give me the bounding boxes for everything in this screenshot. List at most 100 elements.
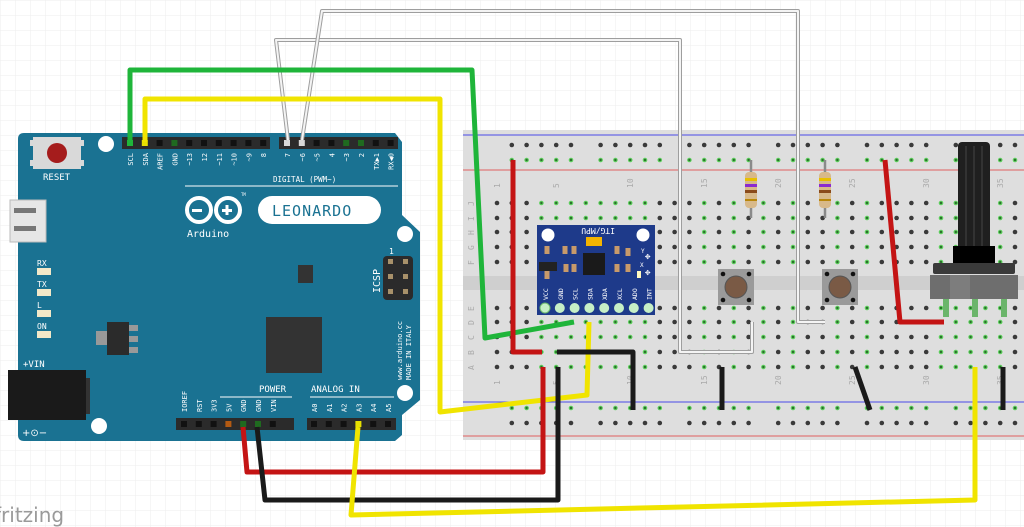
breadboard-hole[interactable] xyxy=(909,349,914,355)
breadboard-hole[interactable] xyxy=(894,364,899,370)
breadboard-hole[interactable] xyxy=(524,334,529,340)
breadboard-hole[interactable] xyxy=(524,200,529,206)
breadboard-hole[interactable] xyxy=(879,319,885,325)
breadboard-hole[interactable] xyxy=(909,244,914,250)
rail-hole[interactable] xyxy=(968,420,973,426)
header-pin[interactable] xyxy=(171,140,178,146)
breadboard-hole[interactable] xyxy=(657,244,663,250)
rail-hole[interactable] xyxy=(835,142,840,148)
rail-hole[interactable] xyxy=(509,420,515,426)
breadboard-hole[interactable] xyxy=(923,229,929,235)
breadboard-hole[interactable] xyxy=(524,215,529,221)
breadboard-hole[interactable] xyxy=(687,215,692,221)
breadboard-hole[interactable] xyxy=(849,215,855,221)
rail-hole[interactable] xyxy=(953,142,959,148)
breadboard-hole[interactable] xyxy=(909,229,914,235)
breadboard-hole[interactable] xyxy=(687,364,692,370)
push-button[interactable] xyxy=(822,269,858,305)
rail-hole[interactable] xyxy=(894,142,899,148)
resistor[interactable] xyxy=(819,160,831,218)
header-pin[interactable] xyxy=(343,140,350,146)
potentiometer[interactable] xyxy=(930,142,1018,317)
rail-hole[interactable] xyxy=(790,142,796,148)
breadboard-hole[interactable] xyxy=(775,244,781,250)
breadboard-hole[interactable] xyxy=(746,244,751,250)
rail-hole[interactable] xyxy=(746,420,751,426)
breadboard-hole[interactable] xyxy=(494,349,500,355)
header-pin[interactable] xyxy=(313,140,320,146)
rail-hole[interactable] xyxy=(820,420,825,426)
rail-hole[interactable] xyxy=(820,142,825,148)
rail-hole[interactable] xyxy=(923,142,929,148)
rail-hole[interactable] xyxy=(790,420,796,426)
header-pin[interactable] xyxy=(156,140,163,146)
header-pin[interactable] xyxy=(255,421,261,427)
breadboard-hole[interactable] xyxy=(672,259,677,265)
breadboard-hole[interactable] xyxy=(657,334,663,340)
breadboard-hole[interactable] xyxy=(909,259,914,265)
header-pin[interactable] xyxy=(328,140,335,146)
rail-hole[interactable] xyxy=(642,420,648,426)
breadboard-hole[interactable] xyxy=(657,200,663,206)
breadboard-hole[interactable] xyxy=(494,229,500,235)
breadboard-hole[interactable] xyxy=(524,259,529,265)
rail-hole[interactable] xyxy=(805,420,811,426)
breadboard-hole[interactable] xyxy=(805,349,811,355)
rail-hole[interactable] xyxy=(731,142,737,148)
header-pin[interactable] xyxy=(225,421,232,427)
breadboard-hole[interactable] xyxy=(657,349,663,355)
rail-hole[interactable] xyxy=(805,142,811,148)
breadboard-hole[interactable] xyxy=(657,215,663,221)
breadboard-hole[interactable] xyxy=(894,349,899,355)
breadboard-hole[interactable] xyxy=(923,364,929,370)
breadboard-hole[interactable] xyxy=(716,319,722,325)
breadboard-hole[interactable] xyxy=(687,334,692,340)
breadboard-hole[interactable] xyxy=(494,319,500,325)
breadboard-hole[interactable] xyxy=(923,215,929,221)
breadboard-hole[interactable] xyxy=(775,200,781,206)
header-pin[interactable] xyxy=(260,140,267,146)
header-pin[interactable] xyxy=(284,140,290,146)
breadboard-hole[interactable] xyxy=(494,215,500,221)
breadboard-hole[interactable] xyxy=(746,259,751,265)
rail-hole[interactable] xyxy=(627,420,633,426)
breadboard-hole[interactable] xyxy=(716,334,722,340)
rail-hole[interactable] xyxy=(568,420,574,426)
rail-hole[interactable] xyxy=(553,142,559,148)
breadboard-hole[interactable] xyxy=(805,200,811,206)
rail-hole[interactable] xyxy=(524,142,529,148)
breadboard-hole[interactable] xyxy=(909,334,914,340)
breadboard-hole[interactable] xyxy=(805,229,811,235)
breadboard-hole[interactable] xyxy=(524,364,529,370)
breadboard-hole[interactable] xyxy=(746,229,751,235)
rail-hole[interactable] xyxy=(716,420,722,426)
header-pin[interactable] xyxy=(201,140,207,146)
header-pin[interactable] xyxy=(372,140,379,146)
breadboard-hole[interactable] xyxy=(672,364,677,370)
breadboard-hole[interactable] xyxy=(672,334,677,340)
rail-hole[interactable] xyxy=(613,142,618,148)
header-pin[interactable] xyxy=(385,421,391,427)
header-pin[interactable] xyxy=(370,421,377,427)
breadboard-hole[interactable] xyxy=(849,319,855,325)
breadboard-hole[interactable] xyxy=(672,229,677,235)
header-pin[interactable] xyxy=(215,140,222,146)
header-pin[interactable] xyxy=(298,140,305,146)
breadboard-hole[interactable] xyxy=(879,349,885,355)
rail-hole[interactable] xyxy=(539,142,544,148)
rail-hole[interactable] xyxy=(627,142,633,148)
rail-hole[interactable] xyxy=(687,142,692,148)
breadboard-hole[interactable] xyxy=(687,229,692,235)
breadboard-hole[interactable] xyxy=(805,215,811,221)
breadboard-hole[interactable] xyxy=(879,244,885,250)
rail-5v-jumper[interactable] xyxy=(510,160,542,355)
mpu-pin[interactable] xyxy=(569,303,580,313)
breadboard-hole[interactable] xyxy=(775,305,781,311)
breadboard-hole[interactable] xyxy=(687,244,692,250)
breadboard-hole[interactable] xyxy=(879,259,885,265)
breadboard-hole[interactable] xyxy=(672,244,677,250)
breadboard-hole[interactable] xyxy=(746,334,751,340)
breadboard-hole[interactable] xyxy=(672,215,677,221)
rail-hole[interactable] xyxy=(701,142,707,148)
breadboard-hole[interactable] xyxy=(820,305,825,311)
